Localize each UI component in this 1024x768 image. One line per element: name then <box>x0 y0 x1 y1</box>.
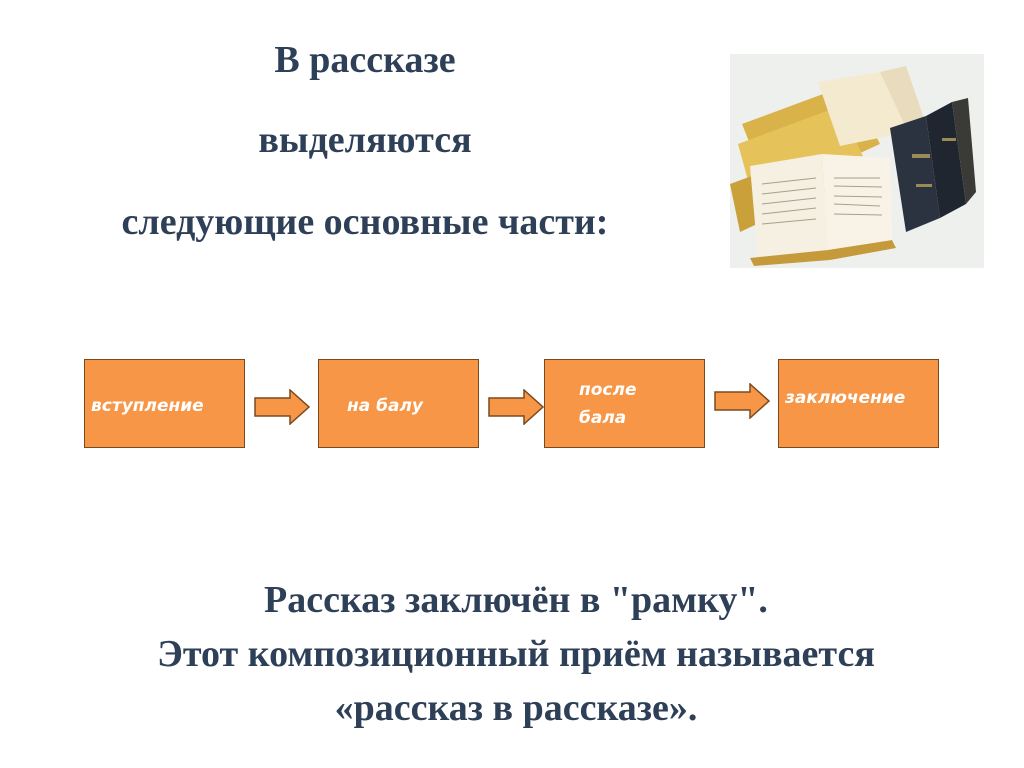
arrow-right-icon <box>254 389 310 425</box>
books-photo <box>730 54 984 268</box>
part-box-conclusion: заключение <box>778 359 939 448</box>
heading-line-1: В рассказе <box>274 39 456 81</box>
part-label-intro: вступление <box>91 396 204 416</box>
part-label-after-ball: после бала <box>579 380 637 428</box>
arrow-right-icon <box>714 383 770 419</box>
part-box-intro: вступление <box>84 359 245 448</box>
conclusion-line-2: Этот композиционный приём называется <box>157 633 875 675</box>
part-label-at-ball: на балу <box>347 396 424 416</box>
part-box-after-ball: после бала <box>544 359 705 448</box>
conclusion-line-1: Рассказ заключён в "рамку". <box>264 579 768 621</box>
part-label-conclusion: заключение <box>785 388 906 408</box>
heading-line-3: следующие основные части: <box>121 201 609 243</box>
heading-line-2: выделяются <box>258 119 472 161</box>
books-illustration <box>730 54 984 268</box>
arrow-right-icon <box>488 389 544 425</box>
conclusion-line-3: «рассказ в рассказе». <box>334 687 698 729</box>
part-box-at-ball: на балу <box>318 359 479 448</box>
